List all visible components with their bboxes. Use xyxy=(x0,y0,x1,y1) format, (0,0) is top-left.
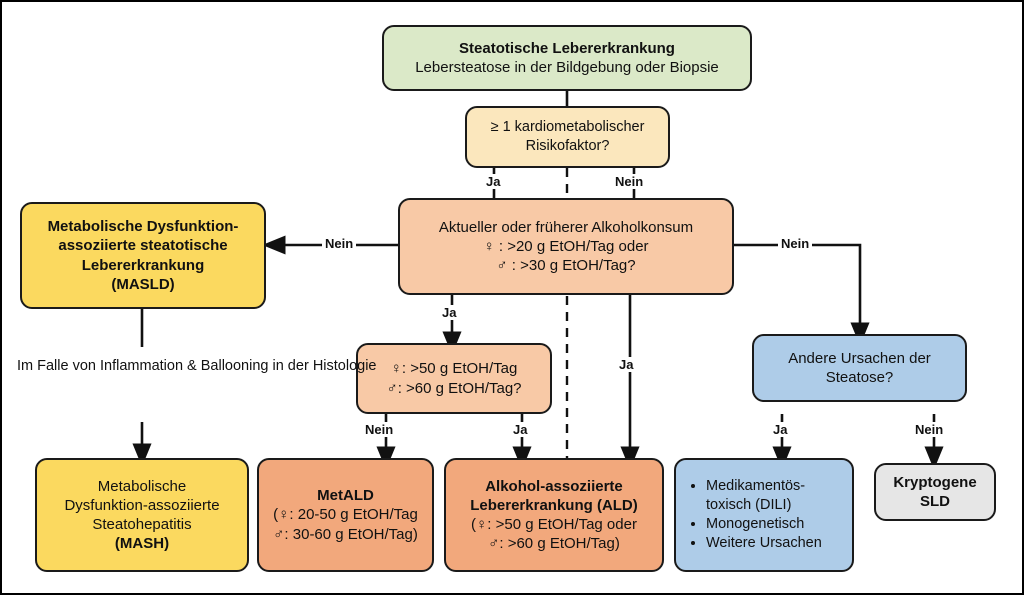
masld-line1: Metabolische Dysfunktion- xyxy=(47,218,239,236)
list-item: Medikamentös-toxisch (DILI) xyxy=(706,477,842,515)
mash-condition-note: Im Falle von Inflammation & Ballooning i… xyxy=(17,357,376,377)
edge-label-cardio-no: Nein xyxy=(612,174,647,189)
alcohol-line3: ♂ : >30 g EtOH/Tag? xyxy=(496,257,636,275)
list-item: Monogenetisch xyxy=(706,515,842,534)
node-metald[interactable]: MetALD (♀: 20-50 g EtOH/Tag ♂: 30-60 g E… xyxy=(257,458,434,572)
node-title-line1: Steatotische Lebererkrankung xyxy=(459,39,675,57)
ald-line2: Lebererkrankung (ALD) xyxy=(470,496,638,514)
node-alcohol-consumption-decision[interactable]: Aktueller oder früherer Alkoholkonsum ♀ … xyxy=(398,198,734,295)
node-other-causes-list[interactable]: Medikamentös-toxisch (DILI) Monogenetisc… xyxy=(674,458,854,572)
metald-line2: (♀: 20-50 g EtOH/Tag xyxy=(273,506,418,524)
mash-note-line1: Im Falle von Inflammation xyxy=(17,358,184,374)
masld-line3: Lebererkrankung xyxy=(81,256,205,274)
mash-line4: (MASH) xyxy=(114,535,170,553)
masld-line4: (MASLD) xyxy=(111,275,175,293)
metald-line1: MetALD xyxy=(317,487,374,505)
edge-label-alcohol-right-no: Nein xyxy=(778,236,813,251)
node-masld[interactable]: Metabolische Dysfunktion- assoziierte st… xyxy=(20,202,266,309)
mash-note-line3: Histologie xyxy=(312,358,377,374)
high-line1: ♀: >50 g EtOH/Tag xyxy=(390,360,518,378)
other-causes-line1: Andere Ursachen der xyxy=(788,349,931,367)
other-causes-line2: Steatose? xyxy=(825,369,894,386)
edge-label-alcohol-down-yes: Ja xyxy=(439,305,460,320)
edge-label-alcohol-mid-yes: Ja xyxy=(616,357,637,372)
edge-label-high-yes: Ja xyxy=(510,422,531,437)
node-mash[interactable]: Metabolische Dysfunktion-assoziierte Ste… xyxy=(35,458,249,572)
cryptogenic-line1: Kryptogene xyxy=(893,473,977,491)
mash-note-line2: & Ballooning in der xyxy=(187,358,309,374)
metald-line3: ♂: 30-60 g EtOH/Tag) xyxy=(273,525,418,543)
list-item: Weitere Ursachen xyxy=(706,534,842,553)
mash-line3: Steatohepatitis xyxy=(92,516,192,533)
ald-line4: ♂: >60 g EtOH/Tag) xyxy=(488,535,620,553)
cryptogenic-line2: SLD xyxy=(920,493,950,510)
node-ald[interactable]: Alkohol-assoziierte Lebererkrankung (ALD… xyxy=(444,458,664,572)
cardio-line2: Risikofaktor? xyxy=(525,138,610,154)
ald-line3: (♀: >50 g EtOH/Tag oder xyxy=(471,516,637,533)
alcohol-line1: Aktueller oder früherer Alkoholkonsum xyxy=(438,218,694,236)
node-alcohol-high-threshold-decision[interactable]: ♀: >50 g EtOH/Tag ♂: >60 g EtOH/Tag? xyxy=(356,343,552,414)
edge-label-high-no: Nein xyxy=(362,422,397,437)
edge-label-other-yes: Ja xyxy=(770,422,791,437)
edge-label-cardio-yes: Ja xyxy=(483,174,504,189)
cardio-line1: ≥ 1 kardiometabolischer xyxy=(490,119,645,136)
mash-line1: Metabolische xyxy=(97,477,187,495)
other-causes-bullet-list: Medikamentös-toxisch (DILI) Monogenetisc… xyxy=(688,477,842,554)
node-title-line2: Lebersteatose in der Bildgebung oder Bio… xyxy=(415,59,719,76)
node-cardiometabolic-risk-decision[interactable]: ≥ 1 kardiometabolischer Risikofaktor? xyxy=(465,106,670,168)
high-line2: ♂: >60 g EtOH/Tag? xyxy=(386,379,522,397)
node-cryptogenic-sld[interactable]: Kryptogene SLD xyxy=(874,463,996,521)
edge-label-other-no: Nein xyxy=(912,422,947,437)
masld-line2: assoziierte steatotische xyxy=(58,237,228,255)
node-steatotic-liver-disease[interactable]: Steatotische Lebererkrankung Lebersteato… xyxy=(382,25,752,91)
alcohol-line2: ♀ : >20 g EtOH/Tag oder xyxy=(483,237,649,255)
mash-line2: Dysfunktion-assoziierte xyxy=(64,496,220,514)
node-other-causes-decision[interactable]: Andere Ursachen der Steatose? xyxy=(752,334,967,402)
ald-line1: Alkohol-assoziierte xyxy=(485,477,623,495)
edge-label-alcohol-left-no: Nein xyxy=(322,236,357,251)
